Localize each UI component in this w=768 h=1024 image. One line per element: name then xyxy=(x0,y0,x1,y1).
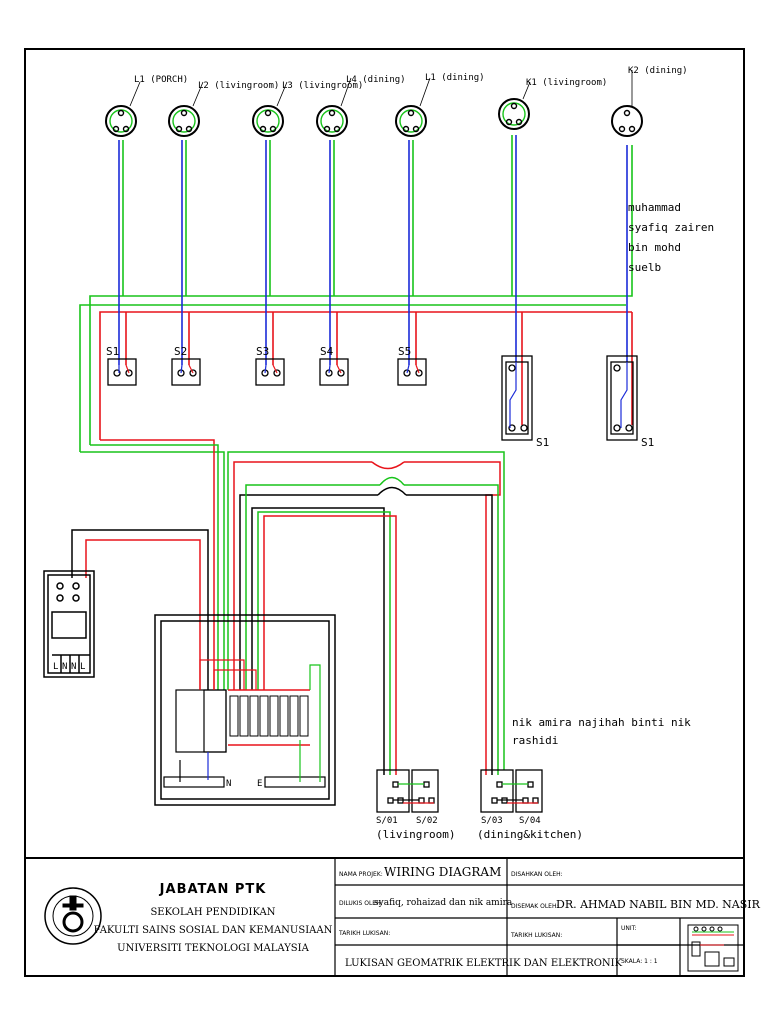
unit-label: UNIT: xyxy=(621,925,637,932)
project-value: WIRING DIAGRAM xyxy=(384,865,501,879)
lamp-label: K1 (livingroom) xyxy=(526,78,607,88)
scale-label: SKALA: 1 : 1 xyxy=(621,958,658,965)
course-name: LUKISAN GEOMATRIK ELEKTRIK DAN ELEKTRONI… xyxy=(345,958,623,969)
switch-label: S1 xyxy=(106,345,119,358)
db-labels: N E xyxy=(226,779,262,789)
meter-terminal: L xyxy=(80,662,85,672)
earth-bar-label: E xyxy=(257,779,262,789)
db-internal-wires xyxy=(179,659,321,782)
socket-label: S/02 xyxy=(416,816,438,826)
meter-terminal: L xyxy=(53,662,58,672)
lamp-l2 xyxy=(168,105,200,137)
socket-label: S/04 xyxy=(519,816,541,826)
lamp-l1-dining xyxy=(395,105,427,137)
lamp-labels: L1 (PORCH) L2 (livingroom) L3 (livingroo… xyxy=(134,66,688,91)
socket-label: S/01 xyxy=(376,816,398,826)
sheet-border xyxy=(24,48,745,977)
author-line: bin mohd xyxy=(628,241,681,254)
meter-terminal: N xyxy=(71,662,76,672)
author-note-bottom: nik amira najihah binti nik rashidi xyxy=(512,716,691,747)
energy-meter xyxy=(43,570,95,678)
institution-text: JABATAN PTK SEKOLAH PENDIDIKAN FAKULTI S… xyxy=(94,882,333,954)
lamp-l4 xyxy=(316,105,348,137)
socket-label: S/03 xyxy=(481,816,503,826)
socket-links xyxy=(393,783,538,804)
author-line: muhammad xyxy=(628,201,681,214)
drawn-by-value: syafiq, rohaizad dan nik amira xyxy=(374,898,513,908)
socket-labels: S/01 S/02 S/03 S/04 (livingroom) (dining… xyxy=(376,816,583,841)
author-line: syafiq zairen xyxy=(628,221,714,234)
switch-symbols xyxy=(107,355,638,441)
author-note-top: muhammad syafiq zairen bin mohd suelb xyxy=(628,201,714,274)
socket-symbols xyxy=(376,769,543,813)
switch-inner-wires xyxy=(118,362,628,428)
title-block xyxy=(25,857,744,976)
lamp-l1-porch xyxy=(105,105,137,137)
drawn-by-label: DILUKIS OLEH: xyxy=(339,900,383,907)
date-label-2: TARIKH LUKISAN: xyxy=(510,932,562,939)
lamp-label: L1 (dining) xyxy=(425,73,485,83)
switch-label: S2 xyxy=(174,345,187,358)
thumbnail-icon xyxy=(687,924,739,972)
lamp-label: L1 (PORCH) xyxy=(134,75,188,85)
neutral-bar-label: N xyxy=(226,779,231,789)
fan-k1 xyxy=(498,98,530,130)
checked-by-value: DR. AHMAD NABIL BIN MD. NASIR xyxy=(556,898,761,911)
switch-label: S5 xyxy=(398,345,411,358)
approved-by-label: DISAHKAN OLEH: xyxy=(511,871,563,878)
author-line: nik amira najihah binti nik xyxy=(512,716,691,729)
switch-labels: S1 S2 S3 S4 S5 S1 S1 xyxy=(106,345,654,449)
university-logo xyxy=(44,887,102,945)
school-name: SEKOLAH PENDIDIKAN xyxy=(150,907,275,918)
fan-k2 xyxy=(611,105,643,137)
university-name: UNIVERSITI TEKNOLOGI MALAYSIA xyxy=(117,943,309,954)
date-label: TARIKH LUKISAN: xyxy=(338,930,390,937)
socket-group-label: (livingroom) xyxy=(376,828,455,841)
lamp-label: K2 (dining) xyxy=(628,66,688,76)
title-fields: NAMA PROJEK: WIRING DIAGRAM DILUKIS OLEH… xyxy=(338,865,761,969)
distribution-board xyxy=(154,614,336,806)
checked-by-label: DISEMAK OLEH: xyxy=(511,903,559,910)
overhead-wires xyxy=(79,135,633,452)
meter-terminal-labels: L N N L xyxy=(53,662,85,672)
lamp-symbols xyxy=(105,70,643,137)
department-name: JABATAN PTK xyxy=(159,882,267,897)
lamp-label: L2 (livingroom) xyxy=(198,81,279,91)
switch-label: S4 xyxy=(320,345,334,358)
socket-group-label: (dining&kitchen) xyxy=(477,828,583,841)
switch-label: S3 xyxy=(256,345,269,358)
switch-label: S1 xyxy=(641,436,654,449)
lamp-label: L4 (dining) xyxy=(346,75,406,85)
switch-label: S1 xyxy=(536,436,549,449)
author-line: suelb xyxy=(628,261,661,274)
project-label: NAMA PROJEK: xyxy=(339,871,383,878)
lamp-label: L3 (livingroom) xyxy=(282,81,363,91)
faculty-name: FAKULTI SAINS SOSIAL DAN KEMANUSIAAN xyxy=(94,925,333,936)
lamp-l3 xyxy=(252,105,284,137)
meter-terminal: N xyxy=(62,662,67,672)
author-line: rashidi xyxy=(512,734,558,747)
